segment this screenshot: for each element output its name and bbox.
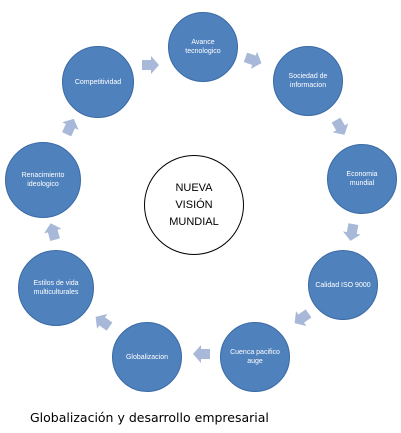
flow-arrow-7 bbox=[95, 314, 113, 331]
flow-arrow-2 bbox=[243, 51, 262, 69]
node-label: Renacimiento ideologico bbox=[21, 172, 65, 188]
center-circle: NUEVA VISIÓN MUNDIAL bbox=[144, 155, 244, 255]
node-estilos-de-vida: Estilos de vida multiculturales bbox=[18, 250, 94, 326]
node-avance-tecnologico: Avance tecnologico bbox=[168, 12, 238, 82]
flow-arrow-3 bbox=[331, 117, 349, 135]
node-label: Estilos de vida multiculturales bbox=[33, 280, 79, 296]
flow-arrow-6 bbox=[193, 345, 210, 363]
flow-arrow-1 bbox=[142, 56, 159, 74]
diagram-caption: Globalización y desarrollo empresarial bbox=[30, 410, 269, 425]
node-label: Globalizacion bbox=[125, 353, 169, 361]
flow-arrow-9 bbox=[62, 118, 79, 137]
node-economia-mundial: Economia mundial bbox=[327, 144, 397, 214]
node-label: Competitividad bbox=[74, 78, 122, 86]
node-renacimiento-ideologico: Renacimiento ideologico bbox=[5, 142, 81, 218]
flow-arrow-8 bbox=[44, 223, 62, 242]
flow-arrow-4 bbox=[342, 223, 361, 241]
node-label: Avance tecnologico bbox=[185, 39, 221, 55]
flow-arrow-5 bbox=[294, 309, 312, 326]
node-label: Cuenca pacifico auge bbox=[230, 349, 280, 365]
node-competitividad: Competitividad bbox=[62, 46, 134, 118]
node-label: Economia mundial bbox=[346, 171, 378, 187]
node-label: Calidad ISO 9000 bbox=[315, 281, 371, 289]
node-label: Sociedad de informacion bbox=[288, 73, 328, 89]
node-calidad-iso-9000: Calidad ISO 9000 bbox=[308, 250, 378, 320]
center-label: NUEVA VISIÓN MUNDIAL bbox=[169, 181, 219, 228]
node-cuenca-pacifico-auge: Cuenca pacifico auge bbox=[220, 322, 290, 392]
node-sociedad-de-informacion: Sociedad de informacion bbox=[273, 46, 343, 116]
node-globalizacion: Globalizacion bbox=[112, 322, 182, 392]
